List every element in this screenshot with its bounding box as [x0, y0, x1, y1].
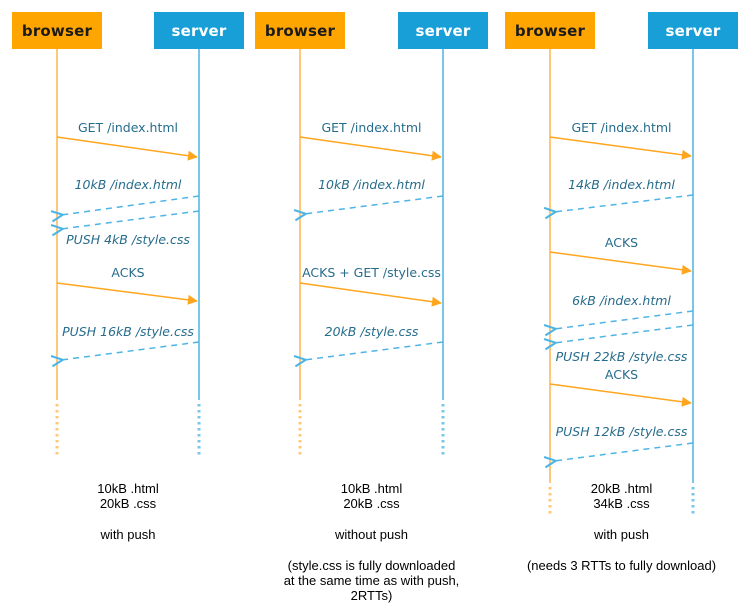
footer-caption-line: (style.css is fully downloaded — [287, 558, 456, 573]
message-label: 10kB /index.html — [74, 177, 182, 192]
message-label: 6kB /index.html — [572, 293, 671, 308]
response-arrow — [304, 195, 444, 214]
message-label: GET /index.html — [321, 120, 422, 135]
footer-size-line: 20kB .css — [343, 496, 400, 511]
footer-scenario-label: without push — [335, 527, 408, 542]
message-label: ACKS — [604, 367, 639, 382]
request-arrow — [56, 282, 198, 305]
message-label: PUSH 22kB /style.css — [555, 349, 688, 364]
request-arrow — [549, 251, 692, 275]
server-actor-box: server — [154, 12, 244, 49]
footer-size-line: 10kB .html — [97, 481, 159, 496]
response-arrow — [554, 442, 694, 461]
request-arrow — [549, 383, 692, 407]
footer-size-line: 20kB .css — [99, 496, 157, 511]
response-arrow — [61, 341, 200, 360]
response-arrow — [61, 210, 200, 229]
response-arrow — [304, 341, 444, 360]
server-actor-box: server — [648, 12, 738, 49]
message-label: PUSH 16kB /style.css — [62, 324, 194, 339]
response-arrow — [554, 324, 694, 343]
response-arrow — [61, 195, 200, 215]
browser-actor-box: browser — [505, 12, 595, 49]
message-label: GET /index.html — [77, 120, 179, 135]
request-arrow — [549, 136, 692, 160]
footer-scenario-label: with push — [100, 527, 156, 542]
footer-caption-line: (needs 3 RTTs to fully download) — [526, 558, 717, 573]
footer-caption-line: at the same time as with push, — [283, 573, 460, 588]
response-arrow — [554, 194, 694, 212]
message-label: 14kB /index.html — [568, 177, 675, 192]
footer-size-line: 10kB .html — [340, 481, 403, 496]
message-label: ACKS — [604, 235, 639, 250]
browser-actor-box: browser — [255, 12, 345, 49]
footer-caption-line: 2RTTs) — [350, 588, 393, 603]
message-label: ACKS + GET /style.css — [302, 265, 441, 280]
message-label: 10kB /index.html — [318, 177, 425, 192]
request-arrow — [299, 136, 442, 161]
footer-size-line: 20kB .html — [590, 481, 653, 496]
message-label: PUSH 12kB /style.css — [555, 424, 688, 439]
message-label: ACKS — [111, 265, 145, 280]
message-label: 20kB /style.css — [324, 324, 419, 339]
request-arrow — [56, 136, 198, 161]
footer-scenario-label: with push — [594, 527, 649, 542]
message-label: PUSH 4kB /style.css — [66, 232, 190, 247]
message-label: GET /index.html — [571, 120, 672, 135]
request-arrow — [299, 282, 442, 307]
server-actor-box: server — [398, 12, 488, 49]
response-arrow — [554, 310, 694, 329]
footer-size-line: 34kB .css — [593, 496, 650, 511]
browser-actor-box: browser — [12, 12, 102, 49]
